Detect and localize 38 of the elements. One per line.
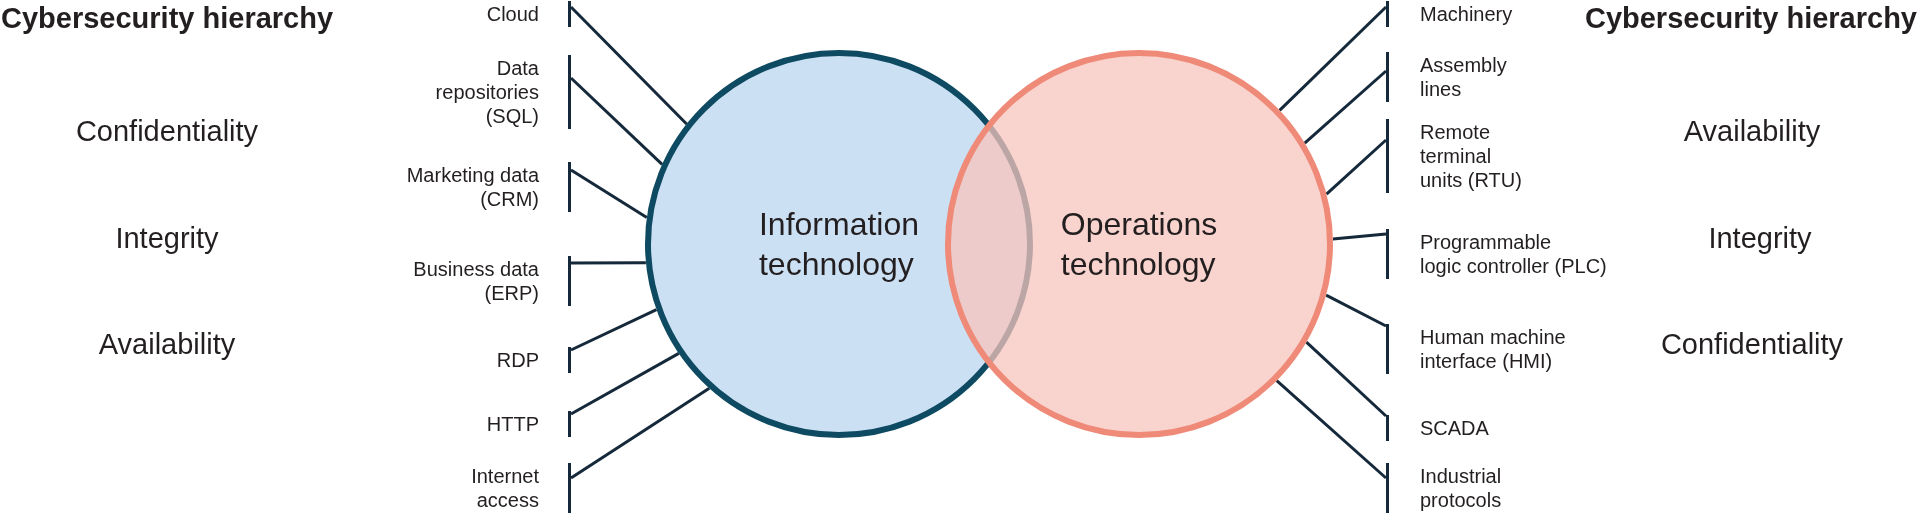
leader-line bbox=[570, 168, 648, 219]
leader-line bbox=[569, 5, 688, 126]
priority-label: Availability bbox=[98, 327, 236, 361]
asset-label: Data repositories (SQL) bbox=[435, 55, 571, 129]
asset-label: SCADA bbox=[1386, 415, 1489, 441]
leader-line bbox=[570, 352, 680, 416]
leader-line bbox=[1305, 341, 1388, 418]
asset-label: Internet access bbox=[471, 463, 571, 513]
leader-line bbox=[1325, 138, 1387, 196]
asset-label: Assembly lines bbox=[1386, 52, 1507, 102]
priority-label: Availability bbox=[1683, 114, 1821, 148]
priority-label: Confidentiality bbox=[1660, 327, 1844, 361]
asset-label: Human machine interface (HMI) bbox=[1386, 324, 1566, 374]
leader-line bbox=[570, 308, 658, 352]
leader-line bbox=[1303, 69, 1387, 145]
column-heading: Cybersecurity hierarchy bbox=[1584, 1, 1917, 35]
asset-label: Business data (ERP) bbox=[413, 256, 571, 306]
leader-line bbox=[1275, 379, 1387, 480]
priority-label: Integrity bbox=[1708, 221, 1812, 255]
asset-label: Marketing data (CRM) bbox=[406, 162, 571, 212]
asset-label: Machinery bbox=[1386, 1, 1513, 27]
priority-label: Confidentiality bbox=[75, 114, 259, 148]
leader-line bbox=[1332, 232, 1387, 241]
asset-label: Cloud bbox=[486, 1, 571, 27]
asset-label: Industrial protocols bbox=[1386, 463, 1502, 513]
circle-label: Operations technology bbox=[1060, 205, 1218, 284]
leader-line bbox=[1278, 5, 1388, 112]
asset-label: Programmable logic controller (PLC) bbox=[1386, 229, 1607, 279]
leader-line bbox=[570, 386, 711, 480]
priority-label: Integrity bbox=[115, 221, 219, 255]
asset-label: RDP bbox=[496, 347, 571, 373]
leader-line bbox=[571, 261, 646, 265]
leader-line bbox=[1325, 293, 1387, 328]
asset-label: HTTP bbox=[486, 411, 571, 437]
column-heading: Cybersecurity hierarchy bbox=[1, 1, 334, 35]
asset-label: Remote terminal units (RTU) bbox=[1386, 119, 1522, 193]
leader-line bbox=[569, 76, 664, 166]
circle-label: Information technology bbox=[758, 205, 920, 284]
